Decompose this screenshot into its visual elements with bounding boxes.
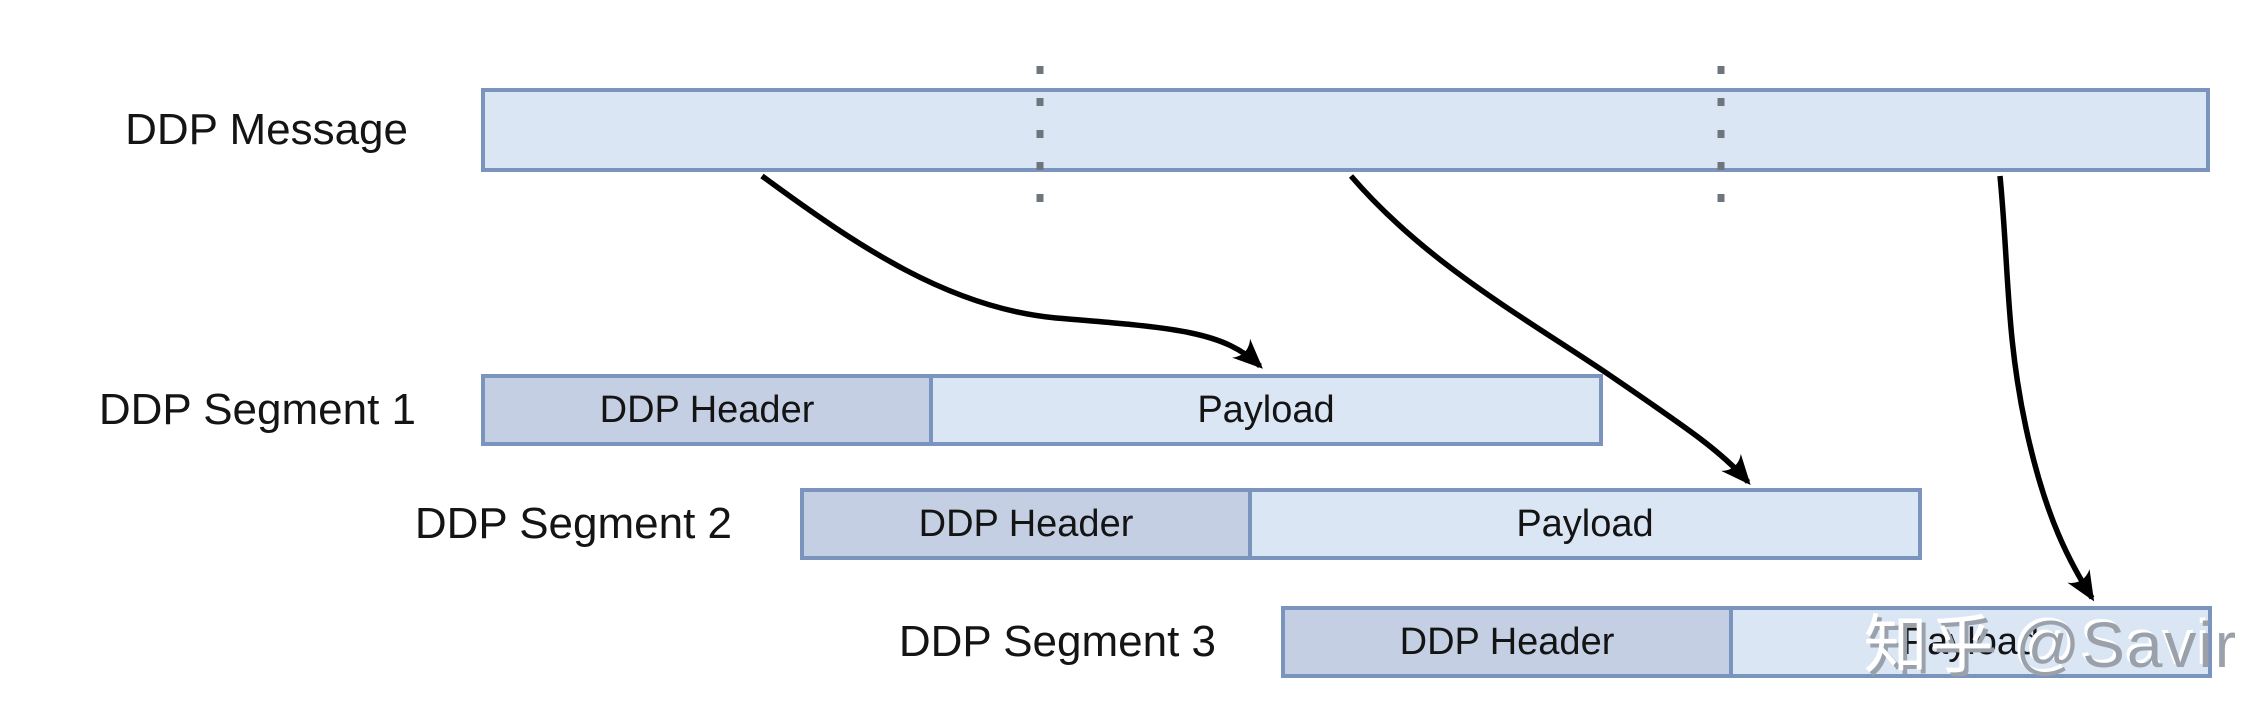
segment-1-payload-text: Payload <box>1197 388 1335 431</box>
segment-2-payload-text: Payload <box>1516 502 1654 545</box>
watermark-site-text: 知乎 <box>1863 609 1996 681</box>
segment-1-payload-box: Payload <box>933 378 1599 442</box>
arrow-message-to-segment-3 <box>1997 175 2095 602</box>
segment-3-payload-text: Payload <box>1901 620 2040 663</box>
ddp-segment-1-bar: DDP Header Payload <box>481 374 1603 446</box>
watermark: 知乎 @Savir <box>1863 594 2238 686</box>
ddp-segment-3-label: DDP Segment 3 <box>898 617 1216 666</box>
segment-1-header-text: DDP Header <box>599 388 815 431</box>
segment-1-header-box: DDP Header <box>485 378 933 442</box>
segment-3-header-text: DDP Header <box>1399 620 1615 663</box>
ddp-message-label: DDP Message <box>125 105 408 154</box>
segment-3-header-box: DDP Header <box>1285 610 1733 674</box>
watermark-handle-text: @Savir <box>2015 609 2238 681</box>
ddp-segment-3-bar: DDP Header Payload <box>1281 606 2212 678</box>
arrow-message-to-segment-1 <box>760 173 1263 369</box>
ddp-message-bar <box>481 88 2210 172</box>
segment-2-header-text: DDP Header <box>918 502 1134 545</box>
segment-3-payload-box: Payload <box>1733 610 2208 674</box>
segment-2-header-box: DDP Header <box>804 492 1252 556</box>
ddp-segment-2-bar: DDP Header Payload <box>800 488 1922 560</box>
segment-2-payload-box: Payload <box>1252 492 1918 556</box>
ddp-segment-2-label: DDP Segment 2 <box>414 499 732 548</box>
ddp-segment-1-label: DDP Segment 1 <box>98 385 416 434</box>
